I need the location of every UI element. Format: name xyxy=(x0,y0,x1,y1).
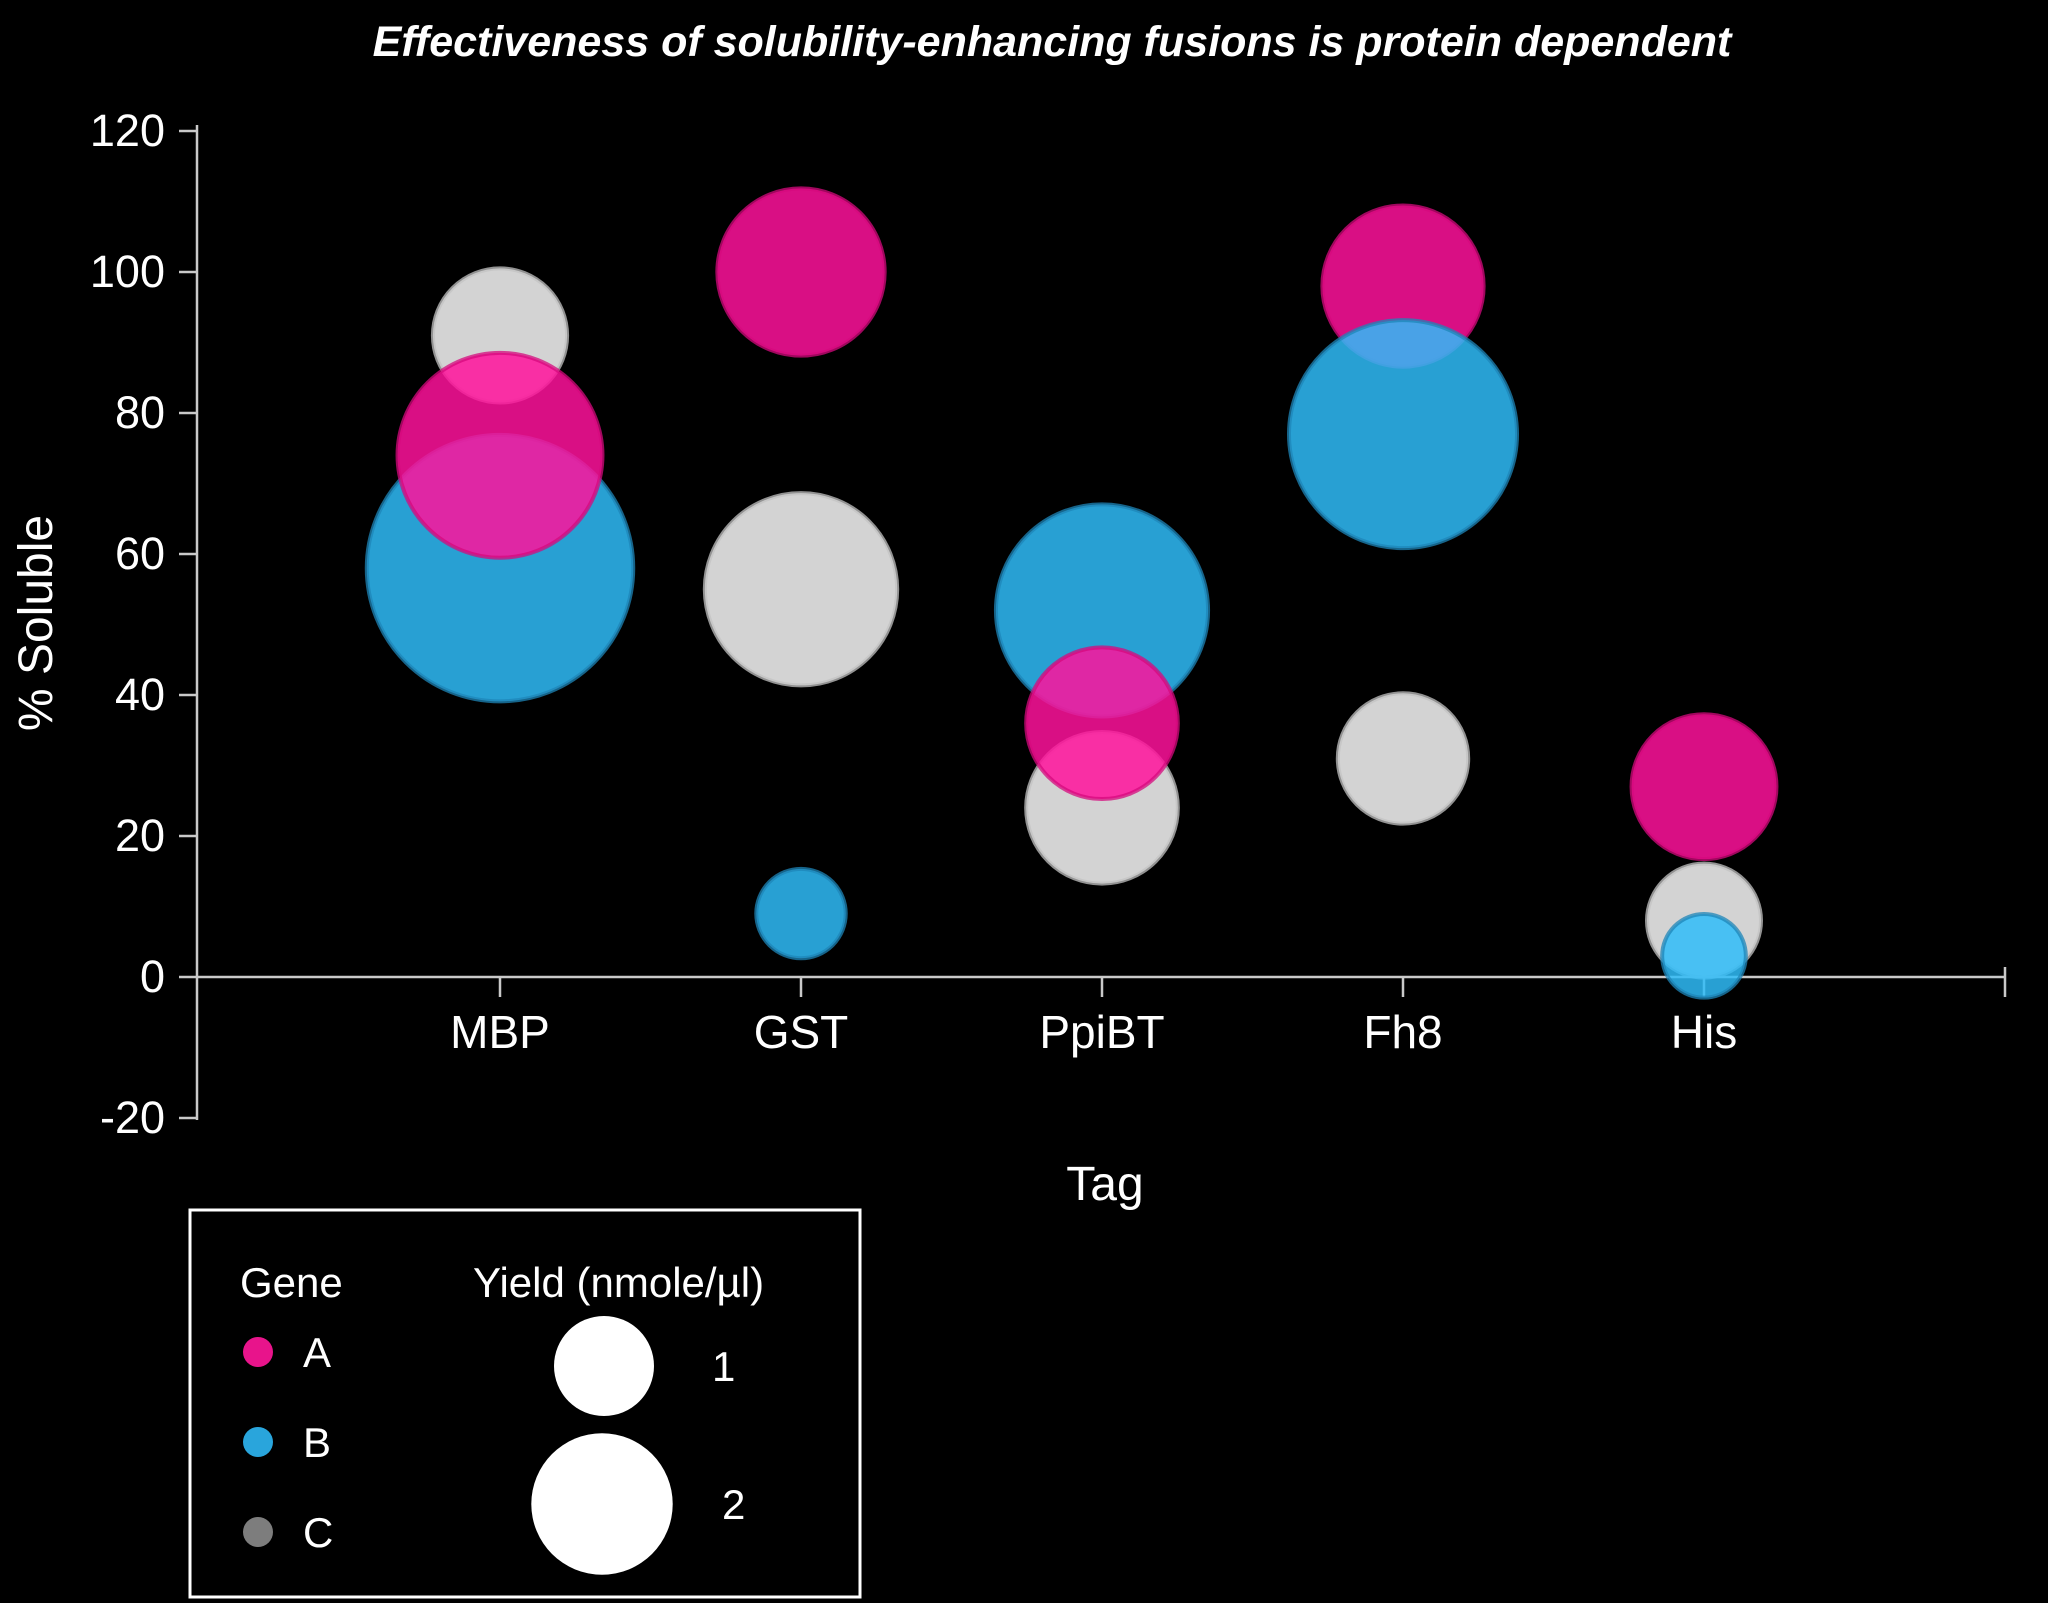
legend-gene-a-dot xyxy=(243,1337,273,1367)
x-category-label-MBP: MBP xyxy=(450,1006,550,1058)
y-tick-label-80: 80 xyxy=(115,387,165,438)
legend: Gene A B C Yield (nmole/µl) 1 2 xyxy=(188,1208,862,1599)
legend-gene-b-dot xyxy=(243,1427,273,1457)
bubble-MBP-A[interactable] xyxy=(395,350,605,560)
bubble-His-A[interactable] xyxy=(1629,712,1779,862)
legend-gene-c-dot xyxy=(243,1517,273,1547)
y-tick-label-40: 40 xyxy=(115,669,165,720)
legend-size-2-label: 2 xyxy=(722,1481,745,1528)
y-tick-label-100: 100 xyxy=(90,246,165,297)
y-tick-label-120: 120 xyxy=(90,105,165,156)
x-category-label-His: His xyxy=(1671,1006,1737,1058)
legend-gene-a-label: A xyxy=(303,1329,331,1376)
bubble-His-B[interactable] xyxy=(1660,912,1748,1000)
bubble-Fh8-B[interactable] xyxy=(1286,318,1520,551)
chart-title: Effectiveness of solubility-enhancing fu… xyxy=(373,18,1733,66)
bubble-Fh8-C[interactable] xyxy=(1335,691,1471,826)
y-axis-title: % Soluble xyxy=(10,515,63,731)
bubble-PpiBT-A[interactable] xyxy=(1024,645,1180,802)
legend-gene-c-label: C xyxy=(303,1509,333,1556)
x-axis-title: Tag xyxy=(1066,1158,1143,1211)
bubble-GST-A[interactable] xyxy=(715,186,887,358)
legend-size-1-label: 1 xyxy=(712,1343,735,1390)
y-tick-label-20: 20 xyxy=(115,810,165,861)
legend-box xyxy=(188,1208,862,1599)
legend-size-circle-2 xyxy=(531,1433,673,1575)
legend-gene-b-label: B xyxy=(303,1419,331,1466)
y-tick-label--20: -20 xyxy=(100,1092,165,1143)
x-category-label-PpiBT: PpiBT xyxy=(1039,1006,1164,1058)
bubble-GST-B[interactable] xyxy=(754,866,848,961)
legend-yield-header: Yield (nmole/µl) xyxy=(473,1259,764,1306)
plot-area: 120 100 80 60 40 20 0 -20 MBP GST PpiBT Fh8 His xyxy=(90,105,2007,1143)
x-category-label-GST: GST xyxy=(754,1006,849,1058)
y-tick-label-0: 0 xyxy=(140,951,165,1002)
legend-gene-header: Gene xyxy=(240,1259,343,1306)
x-category-label-Fh8: Fh8 xyxy=(1363,1006,1442,1058)
y-tick-label-60: 60 xyxy=(115,528,165,579)
bubble-GST-C[interactable] xyxy=(702,491,900,688)
legend-size-circle-1 xyxy=(554,1316,654,1416)
